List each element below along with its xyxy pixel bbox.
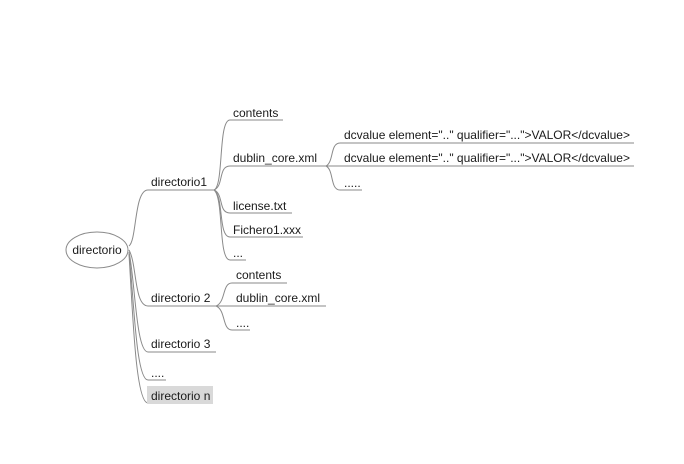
edge-root-dots: [128, 252, 149, 381]
edge-root-directorion: [128, 253, 149, 404]
node-dcvalue-1[interactable]: dcvalue element=".." qualifier="...">VAL…: [344, 128, 630, 142]
node-d1-dots[interactable]: ...: [233, 246, 243, 260]
edge-d1-dots: [213, 189, 231, 261]
edge-d1-dublin: [213, 165, 231, 191]
edge-d1-fichero: [213, 189, 231, 238]
node-dcvalue-2[interactable]: dcvalue element=".." qualifier="...">VAL…: [344, 151, 630, 165]
node-license[interactable]: license.txt: [233, 199, 287, 213]
node-contents[interactable]: contents: [233, 106, 278, 120]
node-directorio3[interactable]: directorio 3: [151, 337, 211, 351]
node-directorio-n[interactable]: directorio n: [151, 389, 210, 403]
node-directorio2[interactable]: directorio 2: [151, 291, 211, 305]
edge-d1-contents: [213, 119, 231, 191]
highlight-directorio-n: [147, 386, 213, 404]
underlines: [148, 119, 634, 381]
edge-d2-contents: [215, 282, 233, 307]
node-d2-dublin-core[interactable]: dublin_core.xml: [236, 291, 320, 305]
node-dots[interactable]: ....: [151, 366, 164, 380]
node-d2-contents[interactable]: contents: [236, 268, 281, 282]
edge-root-directorio3: [128, 251, 149, 353]
node-fichero1[interactable]: Fichero1.xxx: [233, 223, 301, 237]
edge-dublin-dots: [325, 165, 341, 191]
edge-d2-dots: [215, 305, 233, 331]
connectors: [128, 119, 341, 404]
root-label: directorio: [72, 243, 122, 257]
node-dc-dots[interactable]: .....: [344, 176, 361, 190]
root-node[interactable]: [65, 231, 129, 269]
edge-dublin-dc1: [325, 142, 341, 167]
edge-root-directorio1: [128, 189, 149, 247]
node-dublin-core[interactable]: dublin_core.xml: [233, 151, 317, 165]
node-d2-dots[interactable]: ....: [236, 316, 249, 330]
node-directorio1[interactable]: directorio1: [151, 175, 207, 189]
edge-root-directorio2: [128, 249, 149, 307]
